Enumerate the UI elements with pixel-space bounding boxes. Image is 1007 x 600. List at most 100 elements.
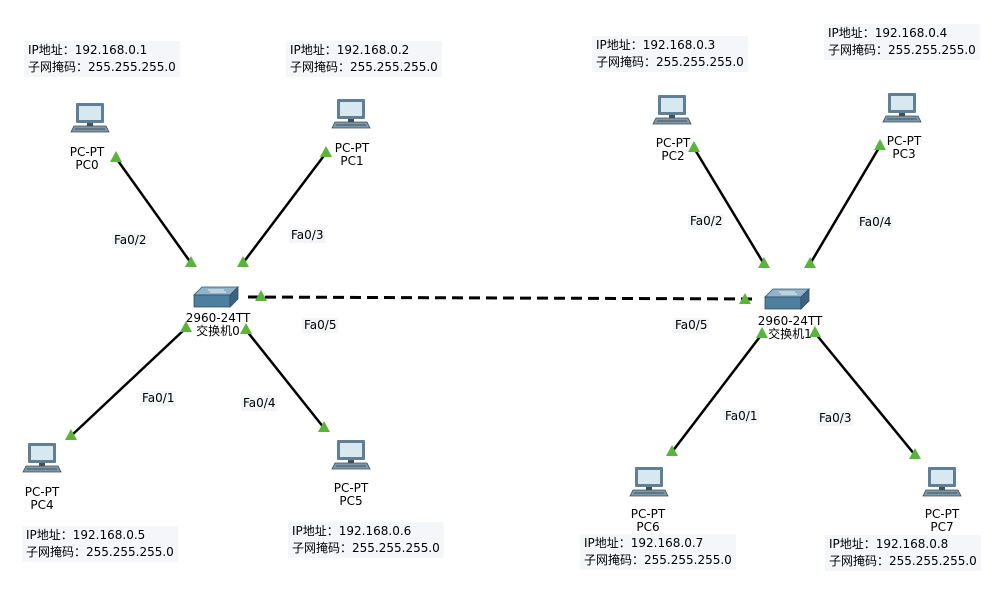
port-label-sw0-pc1: Fa0/3 xyxy=(289,228,326,243)
link-up-indicator xyxy=(240,323,252,334)
mask-text: 子网掩码：255.255.255.0 xyxy=(596,55,744,69)
link-up-indicator xyxy=(758,257,770,268)
link-up-indicator xyxy=(739,293,751,304)
device-name: 交换机0 xyxy=(196,324,240,338)
port-label-sw1-pc7: Fa0/3 xyxy=(817,411,854,426)
pc7-pc-icon xyxy=(922,467,962,497)
link-up-indicator xyxy=(809,326,821,337)
ip-text: IP地址：192.168.0.1 xyxy=(28,43,148,57)
mask-text: 子网掩码：255.255.255.0 xyxy=(829,554,977,568)
link-line-pc7 xyxy=(814,332,916,456)
link-up-indicator xyxy=(110,151,122,162)
link-line-pc3 xyxy=(808,145,882,265)
link-line-pc5 xyxy=(245,329,325,429)
link-up-indicator xyxy=(688,141,700,152)
device-name: PC1 xyxy=(340,154,364,168)
pc0-pc-icon xyxy=(70,103,110,133)
pc3-label: PC-PT PC3 xyxy=(879,135,929,161)
device-model: 2960-24TT xyxy=(185,311,251,325)
monitor-stand xyxy=(348,460,354,463)
link-line-pc2 xyxy=(692,147,766,265)
mask-text: 子网掩码：255.255.255.0 xyxy=(584,553,732,567)
monitor-screen xyxy=(31,446,53,460)
ip-text: IP地址：192.168.0.5 xyxy=(26,528,146,542)
link-line-pc0 xyxy=(114,157,193,264)
pc4-label: PC-PT PC4 xyxy=(17,486,67,512)
mask-text: 子网掩码：255.255.255.0 xyxy=(292,541,440,555)
link-status-layer xyxy=(65,139,921,459)
link-line-pc4 xyxy=(70,327,187,437)
link-up-indicator xyxy=(756,327,768,338)
pc5-pc-icon xyxy=(331,440,371,470)
port-label-sw0-trunk: Fa0/5 xyxy=(302,318,339,333)
pc6-label: PC-PT PC6 xyxy=(623,508,673,534)
monitor-stand xyxy=(348,119,354,122)
ip-note-pc2: IP地址：192.168.0.3 子网掩码：255.255.255.0 xyxy=(592,36,748,72)
link-up-indicator xyxy=(909,448,921,459)
ip-text: IP地址：192.168.0.7 xyxy=(584,536,704,550)
device-type: PC-PT xyxy=(655,136,691,150)
switch-side xyxy=(229,286,239,308)
pc2-label: PC-PT PC2 xyxy=(648,137,698,163)
device-name: PC6 xyxy=(636,520,660,534)
switch-side xyxy=(800,288,810,310)
ip-note-pc0: IP地址：192.168.0.1 子网掩码：255.255.255.0 xyxy=(24,41,180,77)
monitor-screen xyxy=(340,102,362,116)
port-label-sw1-pc2: Fa0/2 xyxy=(688,214,725,229)
monitor-screen xyxy=(638,470,660,484)
sw0-switch-icon xyxy=(193,286,239,308)
port-label-sw1-pc3: Fa0/4 xyxy=(857,215,894,230)
mask-text: 子网掩码：255.255.255.0 xyxy=(28,60,176,74)
device-type: PC-PT xyxy=(334,141,370,155)
pc2-pc-icon xyxy=(652,95,692,125)
sw1-label: 2960-24TT 交换机1 xyxy=(752,315,828,341)
pc4-pc-icon xyxy=(22,443,62,473)
ip-text: IP地址：192.168.0.8 xyxy=(829,537,949,551)
monitor-screen xyxy=(891,96,913,110)
link-up-indicator xyxy=(65,429,77,440)
ip-text: IP地址：192.168.0.4 xyxy=(828,26,948,40)
device-name: PC2 xyxy=(661,149,685,163)
trunk-link-line xyxy=(247,295,758,301)
device-type: PC-PT xyxy=(924,507,960,521)
ip-text: IP地址：192.168.0.6 xyxy=(292,524,412,538)
pc5-label: PC-PT PC5 xyxy=(326,482,376,508)
device-name: PC0 xyxy=(75,158,99,172)
port-label-sw1-trunk: Fa0/5 xyxy=(673,318,710,333)
switch-front xyxy=(764,296,802,310)
device-name: PC5 xyxy=(339,494,363,508)
pc1-label: PC-PT PC1 xyxy=(327,142,377,168)
pc6-pc-icon xyxy=(629,467,669,497)
monitor-screen xyxy=(931,470,953,484)
link-up-indicator xyxy=(237,256,249,267)
switch-arrows xyxy=(208,289,226,293)
monitor-stand xyxy=(669,115,675,118)
link-up-indicator xyxy=(185,256,197,267)
monitor-screen xyxy=(79,106,101,120)
port-label-sw0-pc5: Fa0/4 xyxy=(241,396,278,411)
links-layer xyxy=(70,145,916,456)
sw0-label: 2960-24TT 交换机0 xyxy=(180,312,256,338)
ip-note-pc5: IP地址：192.168.0.6 子网掩码：255.255.255.0 xyxy=(288,522,444,558)
pc3-pc-icon xyxy=(882,93,922,123)
pc0-label: PC-PT PC0 xyxy=(62,146,112,172)
link-up-indicator xyxy=(255,290,267,301)
ip-note-pc6: IP地址：192.168.0.7 子网掩码：255.255.255.0 xyxy=(580,534,736,570)
ip-note-pc7: IP地址：192.168.0.8 子网掩码：255.255.255.0 xyxy=(825,535,981,571)
device-type: PC-PT xyxy=(333,481,369,495)
port-label-sw1-pc6: Fa0/1 xyxy=(723,409,760,424)
pc1-pc-icon xyxy=(331,99,371,129)
monitor-stand xyxy=(87,123,93,126)
ip-text: IP地址：192.168.0.2 xyxy=(290,43,410,57)
monitor-stand xyxy=(39,463,45,466)
link-line-pc1 xyxy=(242,152,327,264)
link-line-pc6 xyxy=(671,333,763,453)
switch-arrows xyxy=(779,291,797,295)
mask-text: 子网掩码：255.255.255.0 xyxy=(26,545,174,559)
monitor-screen xyxy=(340,443,362,457)
pc7-label: PC-PT PC7 xyxy=(917,508,967,534)
port-label-sw0-pc4: Fa0/1 xyxy=(140,391,177,406)
monitor-stand xyxy=(899,113,905,116)
monitor-screen xyxy=(661,98,683,112)
